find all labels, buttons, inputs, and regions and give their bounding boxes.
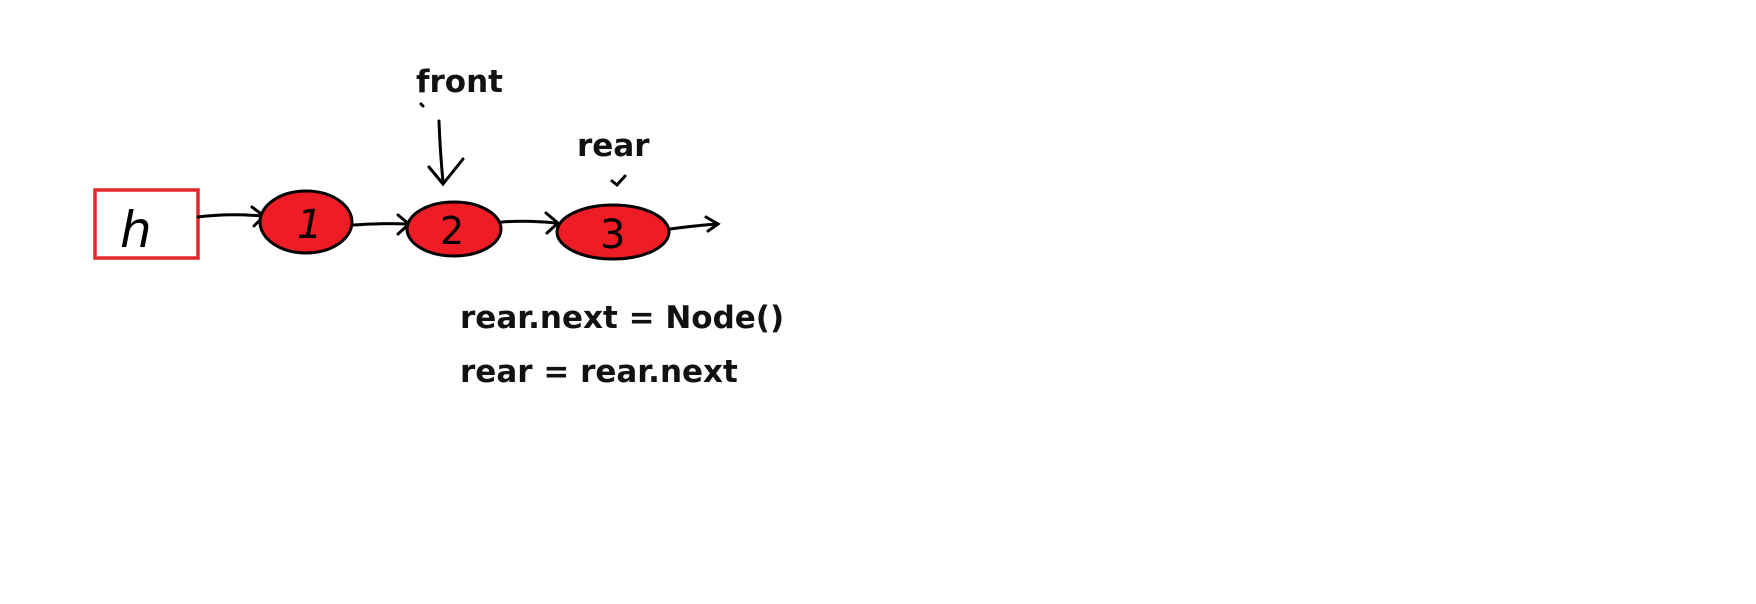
- rear-pointer-label: rear: [577, 128, 650, 164]
- node-1-value: 1: [297, 202, 322, 248]
- arrow-node-2-to-node-3: [500, 211, 561, 235]
- arrow-node-3-next: [668, 215, 721, 233]
- head-node: h: [93, 188, 200, 260]
- code-line-2: rear = rear.next: [460, 354, 738, 390]
- front-pointer-label: front: [416, 64, 503, 100]
- node-2-ellipse: [405, 200, 503, 258]
- list-node-3: 3: [555, 203, 671, 261]
- front-pointer-arrow: [419, 102, 465, 187]
- node-1-ellipse: [258, 189, 354, 255]
- node-3-ellipse: [555, 203, 671, 261]
- node-3-value: 3: [600, 212, 625, 258]
- head-node-label: h: [120, 201, 152, 259]
- node-2-value: 2: [440, 209, 464, 253]
- rear-pointer-mark: [610, 174, 627, 188]
- arrow-head-to-node-1: [196, 205, 267, 228]
- arrow-node-1-to-node-2: [352, 213, 412, 236]
- code-line-1: rear.next = Node(): [460, 300, 785, 336]
- list-node-2: 2: [405, 200, 503, 258]
- list-node-1: 1: [258, 189, 354, 255]
- head-node-box: [93, 188, 200, 260]
